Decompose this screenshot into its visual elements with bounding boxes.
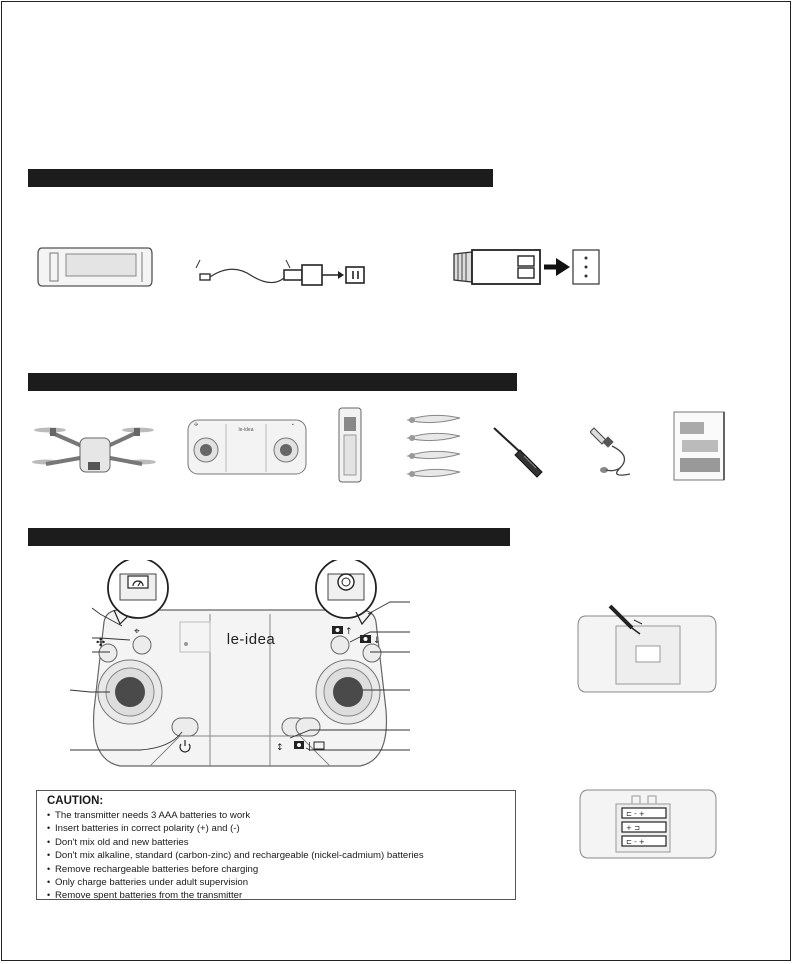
svg-text:✣: ✣ bbox=[96, 636, 105, 649]
battery-connector-icon bbox=[453, 249, 600, 285]
svg-text:✣: ✣ bbox=[194, 422, 198, 428]
svg-text:|: | bbox=[308, 742, 311, 752]
video-icon bbox=[313, 741, 325, 750]
transmitter-icon: le-idea ✣ ▪ bbox=[187, 419, 307, 475]
svg-text:⊏ - +: ⊏ - + bbox=[626, 810, 645, 818]
aaa-battery-icon: ⊏ - + + ⊐ ⊏ - + bbox=[579, 789, 717, 859]
caution-title: CAUTION: bbox=[47, 795, 104, 807]
battery-cover-screw-icon bbox=[577, 604, 717, 693]
svg-text:le-idea: le-idea bbox=[238, 427, 253, 433]
controller-logo: le-idea bbox=[226, 631, 276, 648]
drone-icon bbox=[32, 427, 156, 473]
section-bar-charging bbox=[28, 169, 493, 187]
callout-lines bbox=[70, 601, 410, 751]
svg-text:↑: ↑ bbox=[345, 627, 353, 637]
svg-text:▪: ▪ bbox=[292, 422, 294, 428]
drone-battery-icon bbox=[37, 247, 153, 287]
battery-icon bbox=[338, 407, 362, 483]
transmitter-diagram: ✣ ⌖ ↑ ↓ ↕ | bbox=[92, 560, 388, 767]
svg-text:⊏ - +: ⊏ - + bbox=[626, 838, 645, 846]
caution-item: Insert batteries in correct polarity (+)… bbox=[47, 822, 505, 835]
propeller-icon bbox=[406, 414, 461, 478]
caution-item: The transmitter needs 3 AAA batteries to… bbox=[47, 809, 505, 822]
camera-icon bbox=[332, 626, 343, 634]
caution-item: Remove spent batteries from the transmit… bbox=[47, 889, 505, 902]
charging-cable-icon bbox=[195, 259, 365, 286]
caution-list: The transmitter needs 3 AAA batteries to… bbox=[47, 809, 505, 903]
svg-text:+ ⊐: + ⊐ bbox=[626, 824, 640, 832]
screwdriver-icon bbox=[493, 427, 543, 478]
section-bar-contents bbox=[28, 373, 517, 391]
usb-cable-icon bbox=[590, 427, 631, 476]
svg-text:⌖: ⌖ bbox=[134, 626, 140, 637]
caution-item: Don't mix old and new batteries bbox=[47, 836, 505, 849]
caution-item: Remove rechargeable batteries before cha… bbox=[47, 863, 505, 876]
svg-text:↕: ↕ bbox=[276, 743, 284, 753]
speed-icon bbox=[107, 560, 169, 626]
caution-box: CAUTION: The transmitter needs 3 AAA bat… bbox=[36, 790, 516, 903]
manual-icon bbox=[673, 411, 725, 481]
section-bar-transmitter bbox=[28, 528, 510, 546]
svg-text:↓: ↓ bbox=[373, 636, 381, 646]
power-icon bbox=[179, 740, 191, 753]
caution-item: Don't mix alkaline, standard (carbon-zin… bbox=[47, 849, 505, 862]
caution-item: Only charge batteries under adult superv… bbox=[47, 876, 505, 889]
flip-icon bbox=[315, 560, 377, 626]
